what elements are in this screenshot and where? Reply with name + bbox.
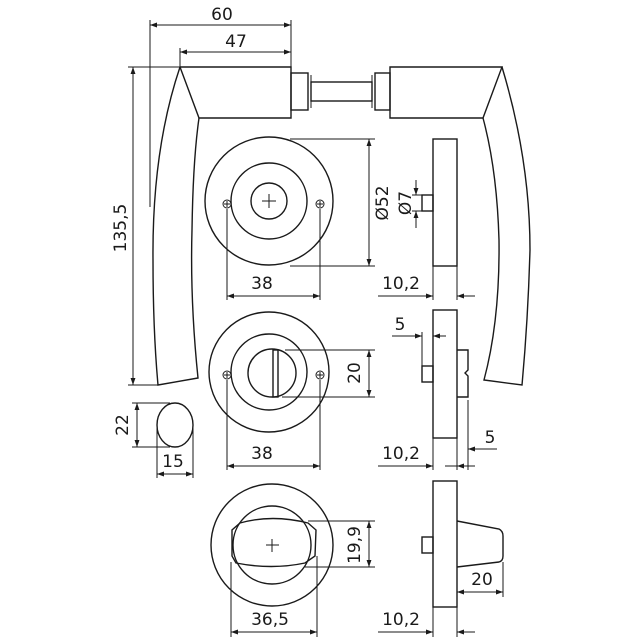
dimension-label: Ø7: [396, 191, 416, 215]
dimension-diameter-7: Ø7: [396, 180, 422, 228]
dimension-label: 135,5: [111, 204, 131, 253]
dimension-10-2-middle: 10,2: [378, 438, 475, 470]
dimension-20-turn: 20: [457, 562, 504, 597]
dimension-label: 38: [251, 444, 273, 464]
dimension-5-spindle: 5: [392, 315, 446, 366]
thumbturn-side-view: [421, 480, 504, 608]
wc-rosette-front-view: [208, 311, 330, 433]
dimension-label: 15: [162, 452, 184, 472]
dimension-10-2-bottom: 10,2: [378, 607, 475, 637]
rosette-front-view: [204, 136, 334, 266]
dimension-label: 5: [485, 428, 496, 448]
dimension-22: 22: [113, 402, 170, 448]
screw-icon: [315, 370, 325, 380]
dimension-label: 19,9: [345, 526, 365, 564]
screw-icon: [222, 370, 232, 380]
lever-handle-left: [149, 20, 292, 386]
dimension-10-2-top: 10,2: [378, 266, 475, 300]
dimension-60: 60: [150, 5, 292, 67]
dimension-label: 47: [225, 32, 247, 52]
screw-icon: [315, 199, 325, 209]
lever-handle-right: [389, 66, 531, 386]
dimension-label: 5: [395, 315, 406, 335]
dimension-label: 60: [211, 5, 233, 25]
dimension-label: 36,5: [251, 610, 289, 630]
dimension-38-middle: 38: [226, 380, 321, 470]
thumbturn-front-view: [210, 483, 334, 607]
screw-icon: [222, 199, 232, 209]
dimension-label: 20: [471, 570, 493, 590]
dimension-36-5: 36,5: [230, 556, 318, 637]
dimension-15: 15: [156, 428, 194, 478]
dimension-label: 22: [113, 414, 133, 436]
rosette-side-view: [421, 138, 458, 267]
dimension-label: 10,2: [382, 274, 420, 294]
dimension-label: Ø52: [373, 185, 393, 220]
dimension-label: 38: [251, 274, 273, 294]
dimension-47: 47: [179, 32, 291, 67]
knob-front-view: [156, 402, 194, 448]
dimension-19-9: 19,9: [305, 520, 375, 568]
dimension-20-slot: 20: [282, 349, 375, 398]
dimension-label: 10,2: [382, 610, 420, 630]
dimension-5-indicator: 5: [445, 400, 497, 470]
dimension-38-top: 38: [226, 209, 321, 300]
spindle-assembly: [290, 72, 391, 111]
dimension-diameter-52: Ø52: [290, 138, 393, 267]
dimension-label: 20: [345, 362, 365, 384]
wc-rosette-side-view: [421, 309, 469, 439]
dimension-label: 10,2: [382, 444, 420, 464]
dimension-135-5: 135,5: [111, 66, 180, 386]
